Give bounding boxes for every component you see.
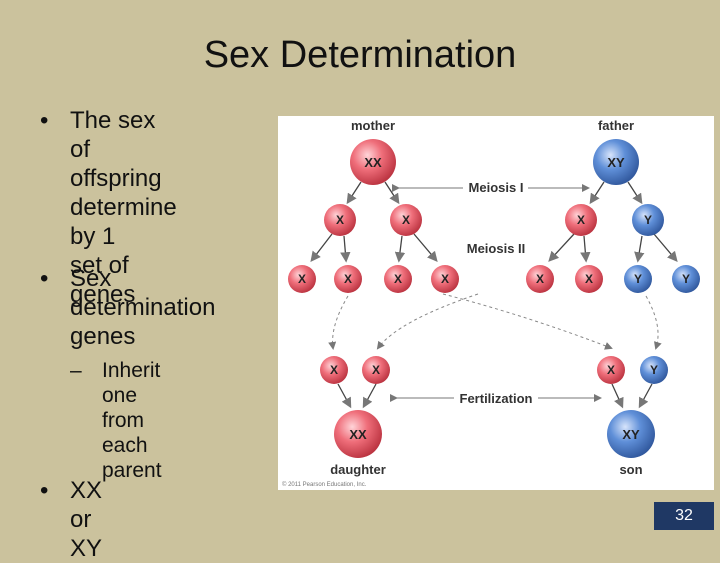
chromosome-label: X bbox=[536, 272, 544, 286]
sub-bullet-text: Inherit one from each parent bbox=[102, 359, 162, 482]
gamete-cell: X bbox=[526, 265, 554, 293]
arrow bbox=[413, 233, 438, 262]
gamete-cell: Y bbox=[632, 204, 664, 236]
bullet-marker: • bbox=[40, 477, 49, 504]
meiosis2-label: Meiosis II bbox=[467, 241, 526, 256]
arrow bbox=[384, 181, 400, 205]
chromosome-label: Y bbox=[644, 213, 652, 227]
arrow bbox=[634, 235, 645, 263]
bullet-text: XX or XY bbox=[70, 477, 103, 562]
gamete-cell: Y bbox=[672, 265, 700, 293]
mother-label: mother bbox=[351, 118, 395, 133]
chromosome-label: X bbox=[344, 272, 352, 286]
chromosome-label: X bbox=[402, 213, 410, 227]
bullet-marker: • bbox=[40, 265, 49, 292]
chromosome-label: X bbox=[394, 272, 402, 286]
chromosome-label: Y bbox=[634, 272, 642, 286]
curve bbox=[376, 293, 479, 350]
gamete-cell: X bbox=[324, 204, 356, 236]
daughter-label: daughter bbox=[330, 462, 386, 477]
bullet-text: The sex of offspring determine by 1 set … bbox=[70, 107, 177, 308]
arrow bbox=[337, 383, 352, 409]
gamete-cell: X bbox=[597, 356, 625, 384]
chromosome-label: X bbox=[585, 272, 593, 286]
arrow bbox=[627, 181, 643, 205]
gamete-cell: X bbox=[362, 356, 390, 384]
daughter-cell: XX bbox=[334, 410, 382, 458]
fertilization-label: Fertilization bbox=[460, 391, 533, 406]
gamete-cell: X bbox=[320, 356, 348, 384]
curve bbox=[645, 295, 662, 350]
arrow bbox=[310, 233, 333, 263]
arrow bbox=[340, 235, 351, 263]
father-cell: XY bbox=[593, 139, 639, 185]
bullet-marker: • bbox=[40, 107, 49, 134]
chromosome-label: X bbox=[441, 272, 449, 286]
slide-title: Sex Determination bbox=[203, 34, 517, 76]
chromosome-label: Y bbox=[650, 363, 658, 377]
bullet-text: Sex determination genes bbox=[70, 265, 216, 350]
mother-cell: XX bbox=[350, 139, 396, 185]
arrow bbox=[611, 383, 624, 409]
gamete-cell: Y bbox=[640, 356, 668, 384]
arrow bbox=[394, 235, 406, 263]
chromosome-label: Y bbox=[682, 272, 690, 286]
gamete-cell: X bbox=[575, 265, 603, 293]
chromosome-label: X bbox=[577, 213, 585, 227]
sub-bullet-marker: – bbox=[70, 359, 82, 382]
gamete-cell: X bbox=[431, 265, 459, 293]
sex-determination-figure: mother father Meiosis I Meiosis II bbox=[278, 116, 714, 490]
daughter-genotype: XX bbox=[349, 427, 367, 442]
diagram-canvas: mother father Meiosis I Meiosis II bbox=[282, 118, 700, 488]
meiosis1-label: Meiosis I bbox=[469, 180, 524, 195]
curve bbox=[442, 293, 613, 350]
gamete-cell: X bbox=[565, 204, 597, 236]
gamete-cell: X bbox=[390, 204, 422, 236]
chromosome-label: X bbox=[298, 272, 306, 286]
arrow bbox=[346, 181, 362, 205]
gamete-cell: X bbox=[288, 265, 316, 293]
father-genotype: XY bbox=[607, 155, 625, 170]
arrow bbox=[362, 383, 377, 409]
gamete-cell: X bbox=[334, 265, 362, 293]
chromosome-label: X bbox=[336, 213, 344, 227]
copyright-text: © 2011 Pearson Education, Inc. bbox=[282, 481, 367, 488]
chromosome-label: X bbox=[607, 363, 615, 377]
gamete-cell: X bbox=[384, 265, 412, 293]
gamete-cell: Y bbox=[624, 265, 652, 293]
arrow bbox=[548, 233, 575, 262]
chromosome-label: X bbox=[372, 363, 380, 377]
son-cell: XY bbox=[607, 410, 655, 458]
father-label: father bbox=[598, 118, 634, 133]
curve bbox=[328, 295, 349, 350]
arrow bbox=[638, 383, 653, 409]
arrow bbox=[653, 233, 678, 262]
arrow bbox=[589, 181, 605, 205]
mother-genotype: XX bbox=[364, 155, 382, 170]
chromosome-label: X bbox=[330, 363, 338, 377]
page-number: 32 bbox=[654, 502, 714, 530]
son-genotype: XY bbox=[622, 427, 640, 442]
son-label: son bbox=[619, 462, 642, 477]
arrow bbox=[580, 235, 591, 263]
